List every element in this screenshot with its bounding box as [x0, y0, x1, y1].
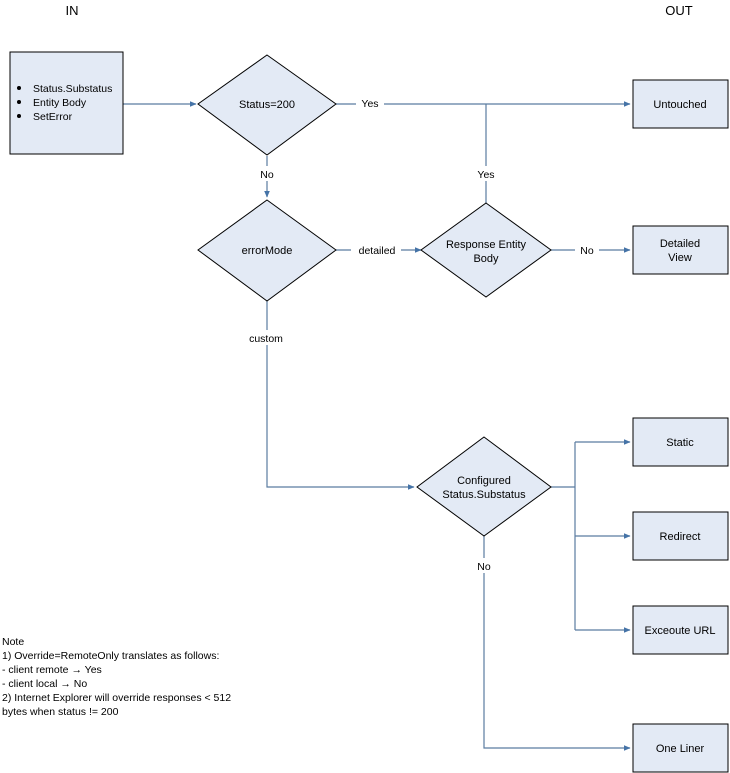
- node-decision-response-entity-body[interactable]: Response Entity Body: [420, 202, 552, 298]
- edge-label-status200-no: No: [260, 169, 274, 181]
- decision-response-entity-body-label-2: Body: [473, 253, 499, 265]
- output-redirect-label: Redirect: [660, 531, 701, 543]
- output-static-label: Static: [666, 437, 694, 449]
- output-execute-url-label: Exceoute URL: [645, 625, 716, 637]
- column-header-out: OUT: [665, 3, 693, 18]
- note-block: Note 1) Override=RemoteOnly translates a…: [2, 636, 231, 718]
- note-line-0: 1) Override=RemoteOnly translates as fol…: [2, 650, 219, 662]
- node-output-detailed-view[interactable]: Detailed View: [632, 225, 729, 275]
- note-line-3: 2) Internet Explorer will override respo…: [2, 692, 231, 704]
- edge-label-configured-no: No: [477, 561, 491, 573]
- output-untouched-label: Untouched: [653, 99, 706, 111]
- edge-status200-yes-to-untouched: Yes: [336, 95, 631, 110]
- output-detailed-view-label-2: View: [668, 252, 692, 264]
- node-output-execute-url[interactable]: Exceoute URL: [632, 605, 729, 655]
- decision-response-entity-body-label-1: Response Entity: [446, 239, 527, 251]
- note-title: Note: [2, 636, 24, 648]
- decision-configured-label-1: Configured: [457, 475, 511, 487]
- output-one-liner-label: One Liner: [656, 743, 705, 755]
- edge-configured-to-outputs: [551, 439, 631, 633]
- note-line-1: - client remote → Yes: [2, 664, 102, 676]
- column-header-in: IN: [66, 3, 79, 18]
- edge-responseentity-yes-to-untouched: Yes: [474, 104, 498, 203]
- edge-label-responseentity-no: No: [580, 245, 594, 257]
- output-detailed-view-label-1: Detailed: [660, 238, 700, 250]
- node-input-box[interactable]: Status.Substatus Entity Body SetError: [9, 51, 124, 155]
- input-item-2: SetError: [33, 111, 73, 123]
- decision-error-mode-label: errorMode: [242, 245, 293, 257]
- edge-status200-no-to-errormode: No: [255, 156, 279, 198]
- edge-label-responseentity-yes: Yes: [477, 169, 494, 181]
- edge-errormode-detailed-to-responseentity: detailed: [336, 242, 422, 257]
- node-output-redirect[interactable]: Redirect: [632, 511, 729, 561]
- edge-label-status200-yes: Yes: [361, 98, 378, 110]
- note-line-4: bytes when status != 200: [2, 706, 119, 718]
- node-output-one-liner[interactable]: One Liner: [632, 723, 729, 773]
- node-decision-status-200[interactable]: Status=200: [197, 54, 337, 156]
- edge-configured-no-to-oneliner: No: [472, 536, 631, 751]
- input-item-0: Status.Substatus: [33, 83, 112, 95]
- edge-responseentity-no-to-detailedview: No: [551, 242, 631, 257]
- edge-label-errormode-custom: custom: [249, 333, 283, 345]
- node-decision-error-mode[interactable]: errorMode: [197, 199, 337, 302]
- node-output-untouched[interactable]: Untouched: [632, 79, 729, 129]
- input-item-1: Entity Body: [33, 97, 87, 109]
- edge-errormode-custom-to-configured: custom: [243, 301, 415, 490]
- node-decision-configured-status-substatus[interactable]: Configured Status.Substatus: [416, 436, 552, 537]
- note-line-2: - client local → No: [2, 678, 87, 690]
- edge-label-errormode-detailed: detailed: [359, 245, 396, 257]
- decision-status-200-label: Status=200: [239, 99, 295, 111]
- node-output-static[interactable]: Static: [632, 417, 729, 467]
- decision-configured-label-2: Status.Substatus: [442, 489, 526, 501]
